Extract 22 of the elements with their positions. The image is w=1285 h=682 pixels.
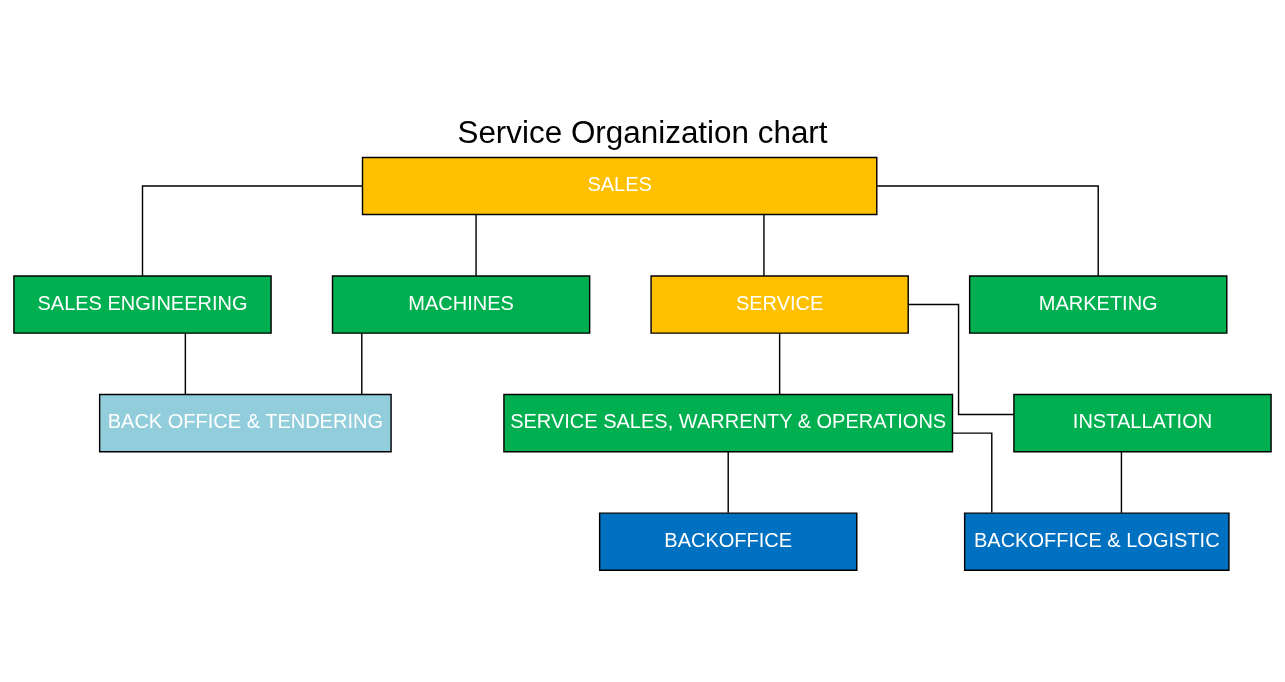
diagram-title: Service Organization chart [457,114,828,150]
node-box: SALES [361,156,878,216]
node-box: SERVICE [650,275,909,334]
node-box: BACKOFFICE [598,512,858,571]
node-box: MARKETING [968,275,1228,334]
connector [907,303,1015,416]
connector [778,332,781,395]
connector [475,214,477,277]
node-box: MACHINES [331,275,591,334]
node-box: INSTALLATION [1013,393,1272,453]
connector [952,432,993,514]
node-box: BACKOFFICE & LOGISTIC [963,512,1230,571]
connector [876,185,1099,277]
connector [727,451,729,514]
node-box: BACK OFFICE & TENDERING [98,393,392,453]
node-box: SERVICE SALES, WARRENTY & OPERATIONS [503,393,954,453]
connector [763,214,765,277]
connector [141,185,363,277]
node-box: SALES ENGINEERING [13,275,272,334]
connector [1120,451,1123,514]
connector [361,332,363,395]
connector [184,332,187,395]
